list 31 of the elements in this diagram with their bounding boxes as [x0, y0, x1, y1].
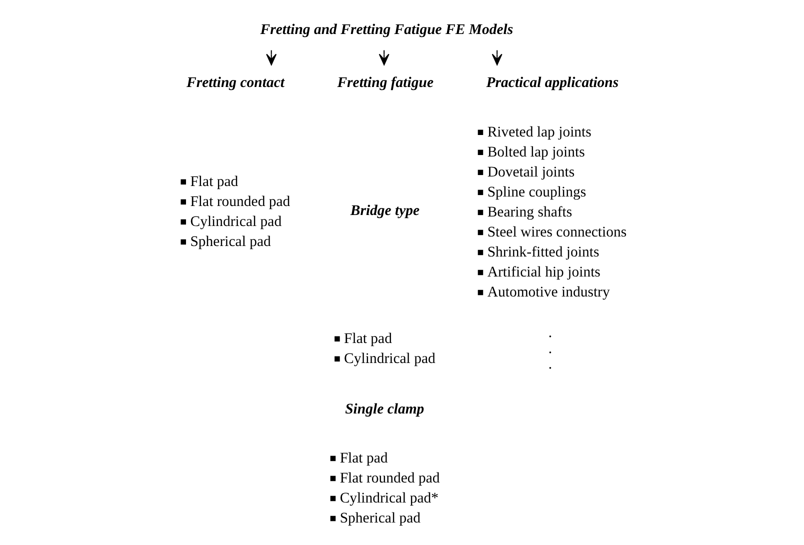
node-label: Flat rounded pad	[340, 470, 440, 486]
node-text: Bridge type	[350, 202, 420, 219]
arrow	[492, 50, 502, 66]
arrow	[266, 50, 277, 66]
node-text: Practical applications	[486, 74, 619, 91]
node-text: Fretting and Fretting Fatigue FE Models	[260, 22, 514, 38]
node-text: Single clamp	[345, 401, 424, 418]
node-label: Cylindrical pad	[344, 350, 436, 367]
node-label: Automotive industry	[487, 284, 610, 300]
node-label: Shrink-fitted joints	[487, 244, 600, 260]
node-label: Spherical pad	[190, 234, 271, 250]
node-label: Steel wires connections	[487, 224, 627, 240]
node-label: Riveted lap joints	[487, 124, 592, 140]
node-label: Spherical pad	[340, 510, 421, 526]
node-label: Bearing shafts	[487, 204, 572, 220]
node-label: Artificial hip joints	[487, 264, 600, 280]
label: .	[548, 356, 552, 373]
node-text: Fretting fatigue	[337, 74, 434, 91]
node-label: Flat pad	[344, 330, 392, 347]
node-label: Dovetail joints	[487, 164, 575, 180]
node-label: Spline couplings	[487, 184, 586, 200]
node-text: Fretting contact	[186, 74, 284, 91]
node-label: Bolted lap joints	[487, 144, 585, 160]
node-label: Flat pad	[190, 174, 238, 190]
node-label: Cylindrical pad	[190, 214, 282, 230]
label: .	[548, 324, 552, 341]
node-label: Flat pad	[340, 450, 388, 466]
arrow	[378, 50, 390, 66]
node-label: Cylindrical pad*	[340, 490, 439, 506]
label: .	[548, 340, 552, 357]
node-label: Flat rounded pad	[190, 194, 290, 210]
